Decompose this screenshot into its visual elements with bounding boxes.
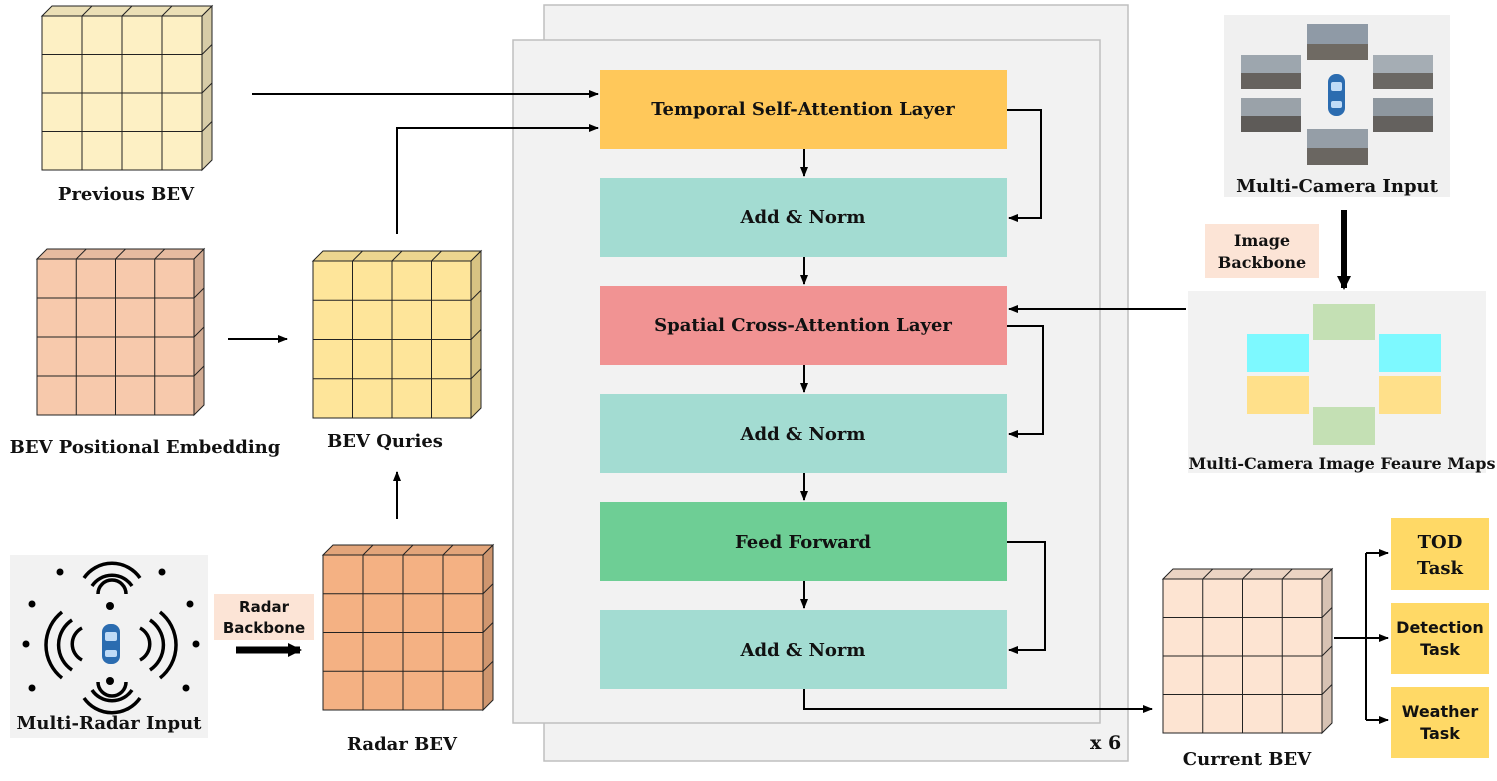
- bev-positional-embedding-cube-grid-line: [193, 287, 205, 299]
- feed-forward-label: Feed Forward: [735, 532, 871, 553]
- camera-thumbnails: [1241, 24, 1433, 165]
- detection-task-box: [1391, 603, 1489, 674]
- bev-positional-embedding-cube-grid-line: [115, 248, 126, 260]
- task-connectors: [1334, 549, 1389, 724]
- bev-queries-cube-grid-line: [470, 368, 482, 380]
- feature-maps-label: Multi-Camera Image Feaure Maps: [1189, 454, 1496, 473]
- radar-bev-cube: [321, 543, 495, 712]
- radar-backbone-label-line2: Backbone: [223, 619, 305, 637]
- current-bev-label: Current BEV: [1183, 749, 1312, 770]
- residual-connectors: [1007, 109, 1046, 654]
- bev-queries-label: BEV Quries: [327, 431, 443, 452]
- add-norm-label-3: Add & Norm: [740, 640, 866, 661]
- previous-bev-cube-grid-line: [81, 5, 93, 17]
- image-backbone-box: [1205, 224, 1319, 278]
- radar-bev-label: Radar BEV: [347, 734, 458, 755]
- add-norm-box-2: [600, 394, 1007, 473]
- image-backbone-label-line1: Image: [1234, 231, 1290, 250]
- image-backbone-label-line2: Backbone: [1218, 253, 1306, 272]
- bev-positional-embedding-label: BEV Positional Embedding: [10, 437, 281, 458]
- add-norm-label-1: Add & Norm: [740, 207, 866, 228]
- current-bev-cube: [1161, 567, 1334, 735]
- temporal-self-attention-box: [600, 70, 1007, 149]
- tod-task-box: [1391, 518, 1489, 590]
- previous-bev-cube-grid-line: [201, 44, 213, 55]
- previous-bev-cube-grid-line: [121, 5, 133, 17]
- current-bev-cube-grid-line: [1202, 568, 1214, 580]
- radar-car-icon: [102, 624, 120, 664]
- tod-task-label-line2: Task: [1417, 558, 1463, 579]
- weather-task-label-line2: Task: [1420, 724, 1460, 743]
- temporal-self-attention-label: Temporal Self-Attention Layer: [651, 99, 955, 120]
- bev-positional-embedding-cube-grid-line: [154, 248, 166, 260]
- bev-queries-cube-grid-line: [470, 289, 482, 301]
- current-bev-cube-grid-line: [1281, 568, 1293, 580]
- radar-backbone-label-line1: Radar: [239, 598, 290, 616]
- spatial-cross-attention-label: Spatial Cross-Attention Layer: [654, 315, 952, 336]
- previous-bev-cube-grid-line: [161, 5, 173, 17]
- radar-backbone-box: [214, 594, 314, 640]
- radar-bev-cube-grid-line: [482, 660, 494, 672]
- bev-positional-embedding-cube-grid-line: [193, 326, 205, 338]
- radar-bev-cube-grid-line: [402, 544, 414, 556]
- add-norm-box-3: [600, 610, 1007, 689]
- current-bev-cube-grid-line: [1242, 568, 1253, 580]
- radar-bev-cube-grid-line: [482, 583, 494, 595]
- repeat-label: x 6: [1090, 732, 1121, 754]
- weather-task-label-line1: Weather: [1402, 702, 1479, 721]
- previous-bev-cube-grid-line: [201, 121, 213, 132]
- bev-queries-cube-grid-line: [470, 329, 482, 340]
- encoder-layers: Temporal Self-Attention Layer Add & Norm…: [600, 70, 1007, 689]
- feed-forward-box: [600, 502, 1007, 581]
- bev-queries-cube-grid-line: [431, 250, 442, 262]
- bev-queries-cube-grid-line: [391, 250, 403, 262]
- multi-camera-input-label: Multi-Camera Input: [1236, 176, 1439, 197]
- bev-positional-embedding-cube-grid-line: [193, 365, 205, 377]
- spatial-cross-attention-box: [600, 286, 1007, 365]
- bev-positional-embedding-cube-grid-line: [75, 248, 87, 260]
- previous-bev-label: Previous BEV: [58, 184, 195, 205]
- tod-task-label-line1: TOD: [1418, 532, 1463, 553]
- bev-positional-embedding-cube: [35, 247, 206, 417]
- detection-task-label-line1: Detection: [1396, 618, 1484, 637]
- previous-bev-cube: [40, 4, 214, 172]
- radar-waves-graphic: [44, 561, 178, 715]
- add-norm-label-2: Add & Norm: [740, 424, 866, 445]
- radar-bev-cube-grid-line: [362, 544, 374, 556]
- previous-bev-cube-grid-line: [201, 82, 213, 94]
- add-norm-box-1: [600, 178, 1007, 257]
- current-bev-cube-grid-line: [1321, 684, 1333, 695]
- feature-map-blocks: [1247, 304, 1441, 445]
- encoder-to-current-bev-arrow: [803, 689, 1153, 713]
- queries-to-temporal-arrow: [396, 124, 599, 234]
- bev-queries-cube: [311, 249, 483, 420]
- bev-queries-cube-grid-line: [352, 250, 363, 262]
- multi-radar-input-label: Multi-Radar Input: [16, 713, 202, 734]
- current-bev-cube-grid-line: [1321, 645, 1333, 657]
- radar-bev-cube-grid-line: [482, 622, 494, 633]
- radar-bev-cube-grid-line: [442, 544, 454, 556]
- encoder-panel-front: [512, 39, 1101, 724]
- weather-task-box: [1391, 687, 1489, 758]
- camera-car-icon: [1328, 74, 1345, 116]
- radar-dots: [22, 568, 200, 692]
- detection-task-label-line2: Task: [1420, 640, 1460, 659]
- current-bev-cube-grid-line: [1321, 607, 1333, 618]
